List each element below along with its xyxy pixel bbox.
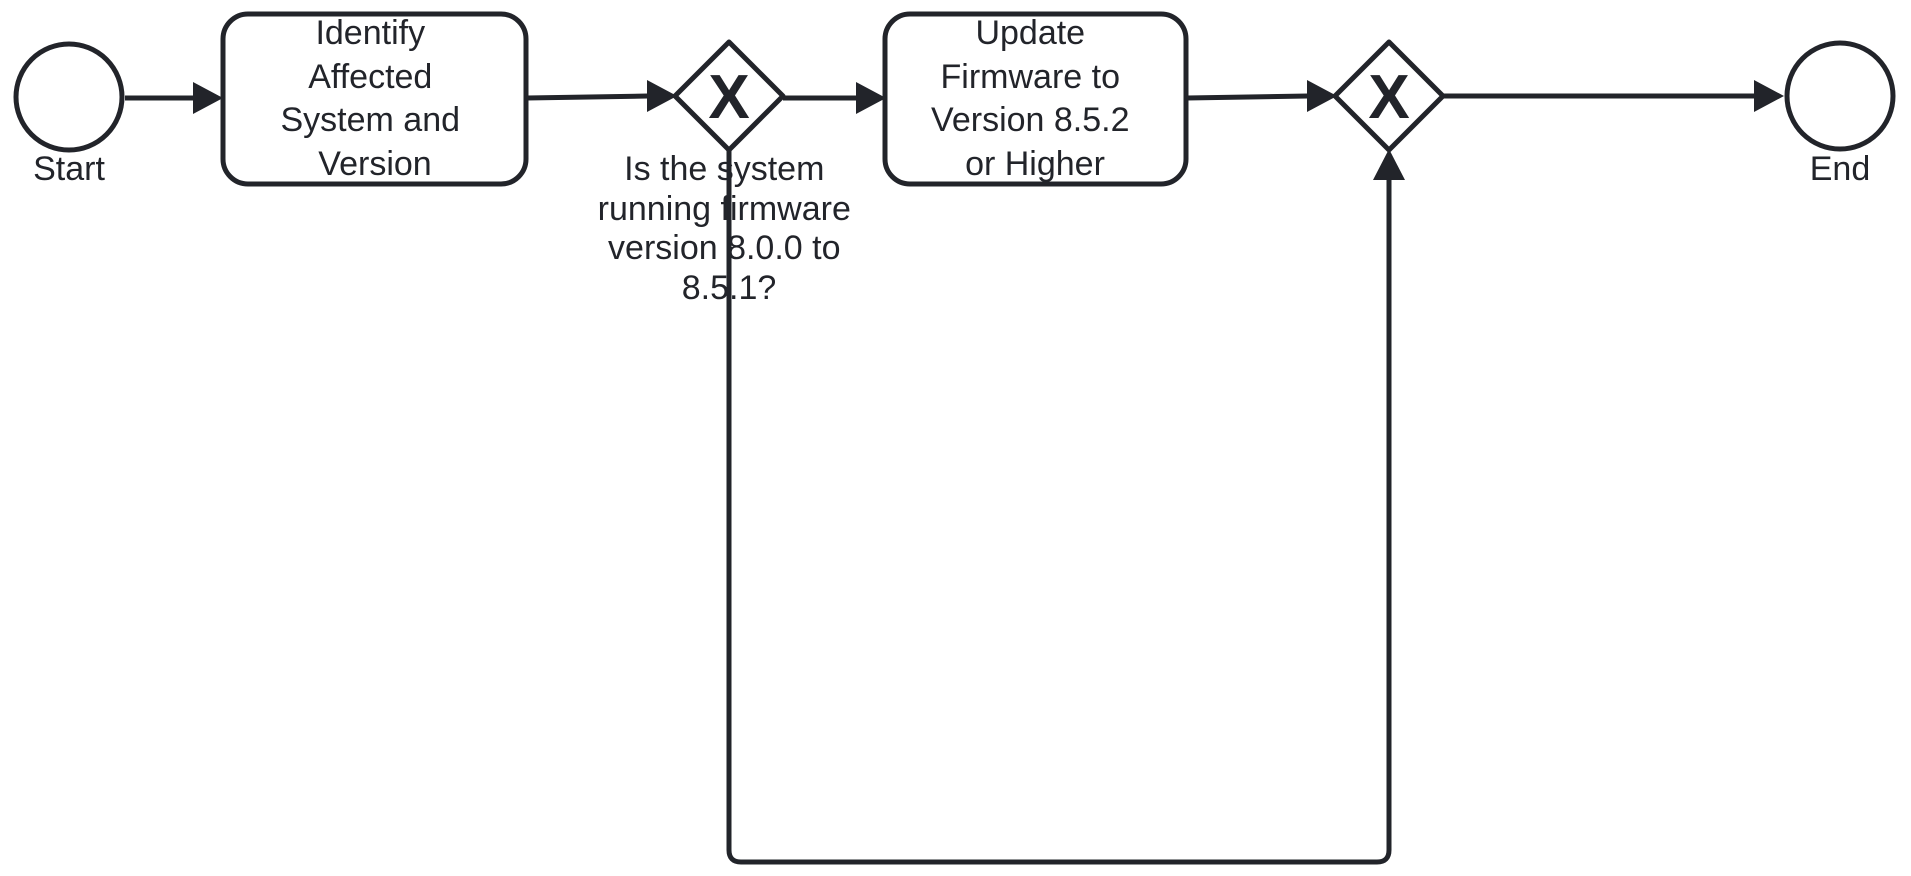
flow-gateway-to-update-arrowhead: [856, 82, 886, 114]
gateway-split-x-icon: X: [708, 63, 749, 132]
flow-start-to-identify-arrowhead: [193, 82, 223, 114]
task-update-line: Version 8.5.2: [931, 101, 1129, 139]
flow-merge-to-end-arrowhead: [1754, 80, 1784, 112]
task-update-box: [882, 11, 1189, 187]
gateway-question-line: Is the system: [624, 150, 824, 188]
gateway-merge-diamond: [1332, 39, 1446, 153]
exclusive-gateway-split[interactable]: X: [672, 39, 786, 153]
task-update-line: Update: [975, 14, 1085, 52]
gateway-question-line: running firmware: [598, 190, 851, 228]
sequence-flows: [125, 80, 1784, 865]
task-identify-label: Identify Affected System and Version: [281, 14, 470, 183]
flow-gateway-bypass[interactable]: [726, 151, 1392, 865]
task-identify-box: [220, 11, 529, 187]
end-event-label: End: [1810, 150, 1871, 188]
end-event-circle: [1784, 40, 1896, 152]
flow-identify-to-gateway[interactable]: [526, 93, 649, 101]
exclusive-gateway-merge[interactable]: X: [1332, 39, 1446, 153]
gateway-split-diamond: [672, 39, 786, 153]
flow-gateway-bypass-arrowhead: [1373, 149, 1405, 180]
start-event[interactable]: Start: [13, 41, 125, 188]
task-identify-line: Identify: [315, 14, 425, 52]
task-identify-line: System and: [281, 101, 461, 139]
task-update-label: Update Firmware to Version 8.5.2 or High…: [931, 14, 1139, 183]
task-update[interactable]: Update Firmware to Version 8.5.2 or High…: [882, 11, 1189, 187]
task-identify-line: Affected: [308, 58, 432, 96]
gateway-question-line: 8.5.1?: [682, 269, 777, 307]
gateway-split-question: Is the system running firmware version 8…: [598, 150, 861, 307]
task-update-line: Firmware to: [941, 58, 1120, 96]
task-identify[interactable]: Identify Affected System and Version: [220, 11, 529, 187]
gateway-merge-x-icon: X: [1368, 63, 1409, 132]
flow-identify-to-gateway-arrowhead: [647, 80, 677, 112]
start-event-label: Start: [33, 150, 105, 188]
flow-update-to-merge[interactable]: [1186, 93, 1309, 101]
flow-update-to-merge-arrowhead: [1307, 80, 1337, 112]
gateway-question-line: version 8.0.0 to: [608, 229, 840, 267]
task-update-line: or Higher: [965, 145, 1105, 183]
end-event[interactable]: End: [1784, 40, 1896, 188]
start-event-circle: [13, 41, 125, 153]
task-identify-line: Version: [318, 145, 431, 183]
